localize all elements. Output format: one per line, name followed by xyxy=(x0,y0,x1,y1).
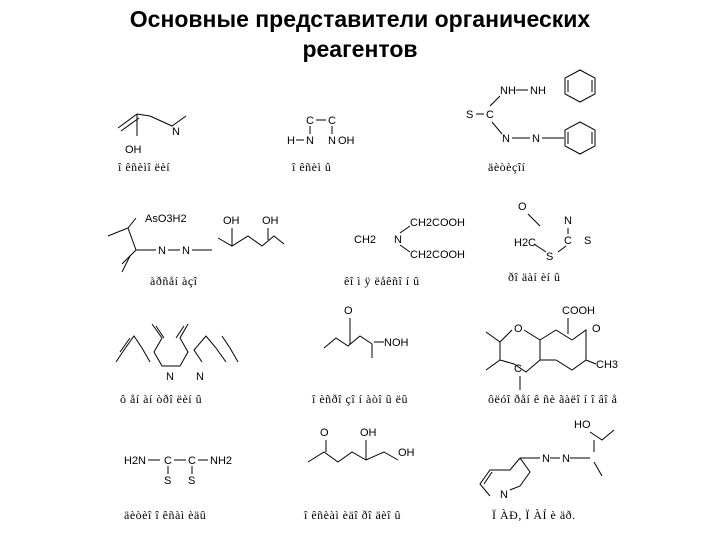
atom-label: S xyxy=(466,109,473,121)
caption-dioxime: î êñèì û xyxy=(292,160,332,174)
atom-label: NH2 xyxy=(210,455,232,467)
hydroxyketone-structure: O OH OH xyxy=(307,427,415,463)
atom-label: OH xyxy=(398,447,415,459)
atom-label: OH xyxy=(262,215,279,227)
diol-structure: OH OH xyxy=(217,215,285,247)
atom-label: S xyxy=(164,475,171,487)
title-line-1: Основные представители органических xyxy=(129,6,591,32)
page-title: Основные представители органических реаг… xyxy=(0,4,720,64)
caption-arsenazo: àðñåí àçî xyxy=(150,274,198,288)
caption-dithiooxamide: äèòèî î êñàì èäû xyxy=(124,508,207,522)
pyridylazo-structure: HO N N N xyxy=(479,419,615,501)
atom-label: CH2COOH xyxy=(410,217,465,229)
atom-label: N xyxy=(542,453,550,465)
atom-label: C xyxy=(564,235,572,247)
complexone-structure: CH2 N CH2COOH CH2COOH xyxy=(354,217,465,261)
arsenazo-structure: AsO3H2 N N xyxy=(107,213,212,273)
atom-label: NOH xyxy=(384,337,409,349)
atom-label: C xyxy=(306,115,314,127)
atom-label: N xyxy=(306,135,314,147)
atom-label: S xyxy=(546,251,553,263)
oxime-structure: N OH xyxy=(117,113,187,156)
caption-oxime: î êñèìî ëèí xyxy=(118,160,171,174)
atom-label: CH3 xyxy=(596,359,618,371)
caption-pyridylazo: Ï ÀÐ, Ï ÀÍ è äð. xyxy=(492,508,576,522)
caption-ketoxime: î èñðî çî í àòî û ëû xyxy=(312,392,408,406)
caption-rhodanine: ðî äàí èí û xyxy=(508,270,561,284)
atom-label: COOH xyxy=(562,305,595,317)
atom-label: N xyxy=(172,126,180,138)
caption-dithizone: äèòèçîí xyxy=(488,160,526,174)
atom-label: N xyxy=(196,371,204,383)
atom-label: HO xyxy=(574,419,591,431)
atom-label: S xyxy=(584,235,591,247)
atom-label: N xyxy=(500,489,508,501)
atom-label: H2N xyxy=(124,455,146,467)
atom-label: N xyxy=(564,215,572,227)
atom-label: N xyxy=(182,245,190,257)
atom-label: OH xyxy=(360,427,377,439)
dithizone-structure: NH NH S C N N xyxy=(466,69,596,155)
rhodanine-structure: O N H2C C S S xyxy=(514,201,591,263)
atom-label: N xyxy=(532,133,540,145)
caption-hydroxyketone: î êñèàì èäî ðî äèî û xyxy=(304,508,401,522)
atom-label: O xyxy=(514,323,523,335)
atom-label: O xyxy=(320,427,329,439)
atom-label: CH2 xyxy=(354,234,376,246)
atom-label: O xyxy=(592,323,601,335)
atom-label: OH xyxy=(223,215,240,227)
caption-phenanthroline: ô åí àí òðî ëèí û xyxy=(120,392,203,406)
atom-label: OH xyxy=(338,135,355,147)
atom-label: CH2COOH xyxy=(410,249,465,261)
ketoxime-structure: O NOH xyxy=(323,305,409,358)
atom-label: AsO3H2 xyxy=(145,213,187,225)
atom-label: OH xyxy=(125,144,142,156)
atom-label: S xyxy=(188,475,195,487)
atom-label: H xyxy=(287,135,295,147)
atom-label: NH xyxy=(500,85,516,97)
atom-label: C xyxy=(164,455,172,467)
dithiooxamide-structure: H2N C C NH2 S S xyxy=(124,455,232,487)
caption-fluorone: ôëóî ðåí ê ñè ãàëî í î âî å xyxy=(488,392,618,406)
atom-label: O xyxy=(344,305,353,317)
atom-label: N xyxy=(394,234,402,246)
title-line-2: реагентов xyxy=(302,36,418,62)
fluorone-structure: O O COOH CH3 C O xyxy=(485,305,618,390)
atom-label: C xyxy=(486,109,494,121)
atom-label: N xyxy=(562,453,570,465)
atom-label: C xyxy=(328,115,336,127)
atom-label: N xyxy=(502,133,510,145)
atom-label: C xyxy=(514,363,522,375)
atom-label: C xyxy=(188,455,196,467)
phenanthroline-structure: N N xyxy=(115,323,239,383)
atom-label: N xyxy=(158,245,166,257)
dioxime-structure: C C H N N OH xyxy=(287,115,355,147)
atom-label: N xyxy=(328,135,336,147)
atom-label: O xyxy=(518,201,527,213)
atom-label: NH xyxy=(530,85,546,97)
atom-label: N xyxy=(166,371,174,383)
caption-complexone: êî ì ÿ ëåêñî í û xyxy=(344,274,420,288)
atom-label: H2C xyxy=(514,237,536,249)
